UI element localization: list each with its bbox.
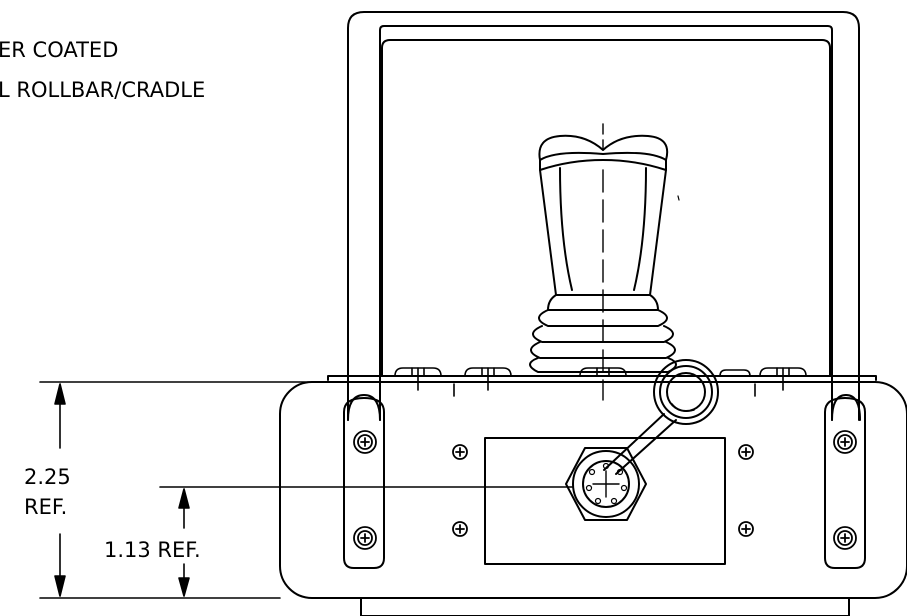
callout-line-2: L ROLLBAR/CRADLE <box>0 78 205 102</box>
dimension-center-height <box>159 486 573 597</box>
connector-panel <box>484 437 726 565</box>
connector <box>565 359 719 521</box>
foot-screws <box>353 430 857 550</box>
rollbar-right-foot <box>824 397 866 569</box>
dimension-overall-height <box>39 381 331 599</box>
rollbar <box>347 11 861 421</box>
back-panel <box>381 39 831 377</box>
enclosure-base <box>360 597 850 616</box>
panel-screws <box>452 444 754 537</box>
dimension-center-label: 1.13 REF. <box>104 538 201 562</box>
enclosure-body <box>279 381 907 599</box>
callout-line-1: ER COATED <box>0 38 118 62</box>
dimension-overall-unit: REF. <box>24 495 67 519</box>
dimension-overall-value: 2.25 <box>24 465 71 489</box>
rollbar-left-foot <box>343 397 385 569</box>
joystick-handle <box>529 123 680 401</box>
